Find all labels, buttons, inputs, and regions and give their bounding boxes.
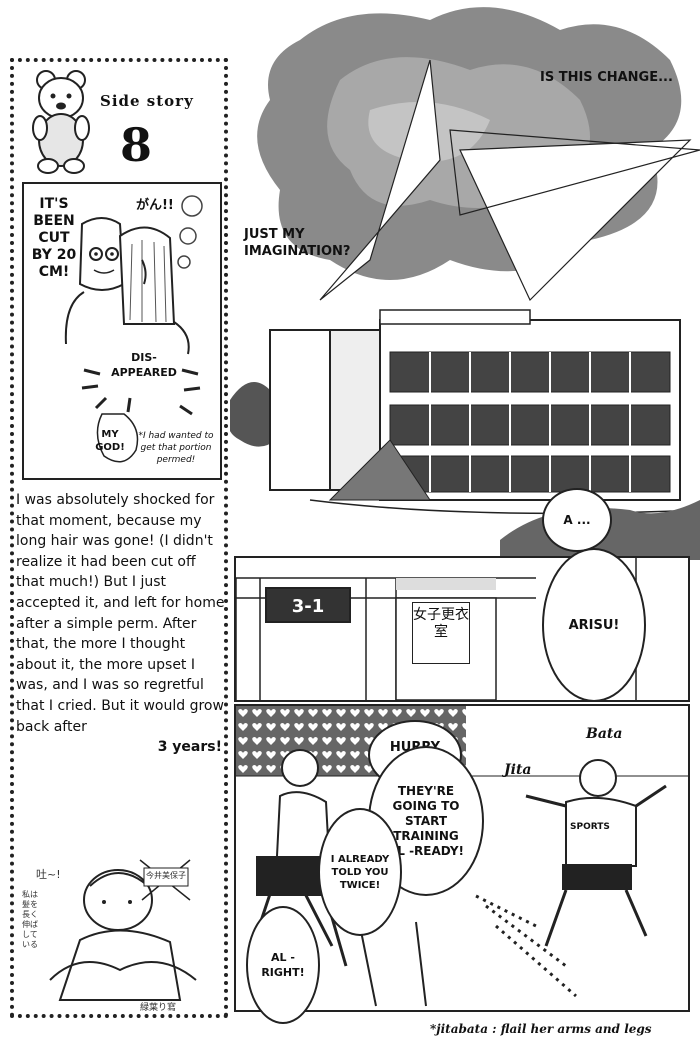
haircut-illustration <box>64 195 203 463</box>
school-panel <box>230 0 700 560</box>
arisu-bubble: ARISU! <box>542 548 646 702</box>
crying-girl-illustration <box>49 859 197 1001</box>
bottom-label: 今井美保子 <box>146 871 186 880</box>
wanted-perm-note: *I had wanted to get that portion permed… <box>138 431 214 465</box>
bottom-cry: 吐~! <box>36 868 61 881</box>
side-story-title: Side story <box>100 92 194 110</box>
essay-text: I was absolutely shocked for that moment… <box>16 492 225 735</box>
door-sign: 女子更衣室 <box>412 602 470 664</box>
alright-bubble: AL -RIGHT! <box>246 906 320 1024</box>
room-sign: 3-1 <box>291 596 325 617</box>
disappeared-label: DIS-APPEARED <box>111 351 177 379</box>
signature: 緑葉り寫 <box>140 1003 177 1013</box>
my-god-bubble: MY GOD! <box>95 429 125 453</box>
haircut-panel: がん!! DIS-APPEARED MY GOD! *I had wanted … <box>22 182 222 480</box>
teddy-bear-icon <box>32 70 90 174</box>
sfx-jita: Jita <box>504 762 532 778</box>
footnote: *jitabata : flail her arms and legs <box>430 1022 652 1036</box>
bottom-note: 私は髪を長く伸ばしている <box>22 890 38 949</box>
a-bubble: A ... <box>542 488 612 552</box>
imagination-text: JUST MY IMAGINATION? <box>244 227 351 259</box>
told-bubble: I ALREADY TOLD YOU TWICE! <box>318 808 402 936</box>
sfx-bata: Bata <box>586 726 623 742</box>
shock-caption: IT'S BEEN CUT BY 20 CM! <box>31 196 77 280</box>
side-story-frame <box>10 58 228 1018</box>
change-text: IS THIS CHANGE... <box>540 70 673 85</box>
sfx-gan: がん!! <box>136 198 174 213</box>
side-story-essay: I was absolutely shocked for that moment… <box>16 490 228 758</box>
side-story-number: 8 <box>120 118 153 172</box>
essay-end: 3 years! <box>157 739 222 756</box>
shirt-text: SPORTS <box>570 822 610 832</box>
school-illustration <box>230 7 700 560</box>
